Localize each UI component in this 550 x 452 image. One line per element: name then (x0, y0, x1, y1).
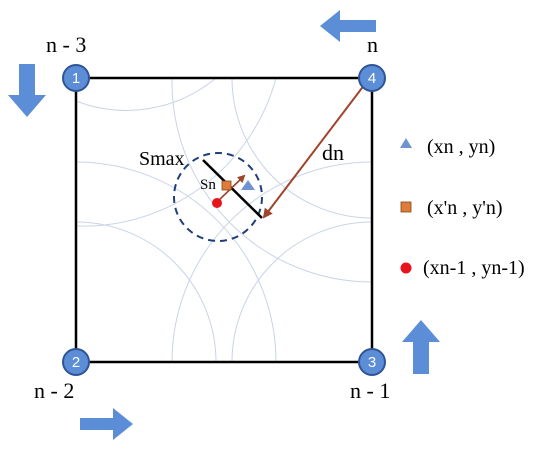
legend-circle-marker (400, 262, 412, 274)
sn-label: Sn (200, 177, 216, 193)
smax-label: Smax (139, 148, 185, 170)
node-2-label: n - 2 (34, 378, 74, 403)
node-1: 1 (62, 64, 90, 92)
svg-text:2: 2 (72, 354, 80, 371)
estimated-position-point (221, 180, 232, 191)
node-3-label: n - 1 (350, 378, 390, 403)
dn-vector (262, 83, 366, 219)
arrow-down-icon (8, 64, 46, 117)
legend-label-estimated-position: (x'n , y'n) (427, 197, 503, 219)
arrow-right-icon (80, 408, 133, 440)
svg-text:3: 3 (368, 354, 376, 371)
range-arc-node-2-inner (75, 221, 217, 363)
node-1-label: n - 3 (46, 32, 86, 57)
arrow-left-icon (320, 10, 376, 42)
legend-square-marker (400, 201, 412, 213)
range-arc-node-2 (75, 161, 277, 363)
search-circle (173, 152, 263, 242)
legend-triangle-marker (400, 138, 412, 148)
smax-line (202, 159, 263, 219)
range-arc-node-3 (171, 161, 373, 363)
previous-position-point (212, 198, 222, 208)
legend-label-previous-position: (xn-1 , yn-1) (423, 257, 525, 279)
arrow-up-icon (402, 320, 440, 374)
range-arc-node-3-inner (231, 221, 373, 363)
svg-text:4: 4 (368, 70, 376, 87)
node-4-label: n (367, 32, 378, 57)
node-2: 2 (62, 348, 90, 376)
range-arc-node-4 (231, 77, 373, 219)
node-4: 4 (358, 64, 386, 92)
range-arcs (75, 77, 373, 363)
node-3: 3 (358, 348, 386, 376)
legend-label-true-position: (xn , yn) (427, 136, 495, 158)
svg-text:1: 1 (72, 70, 80, 87)
area-square (74, 76, 374, 364)
true-position-point (241, 180, 255, 190)
range-arc-node-1 (75, 77, 217, 111)
dn-label: dn (322, 140, 344, 165)
legend: (xn , yn) (x'n , y'n) (xn-1 , yn-1) (400, 136, 525, 279)
